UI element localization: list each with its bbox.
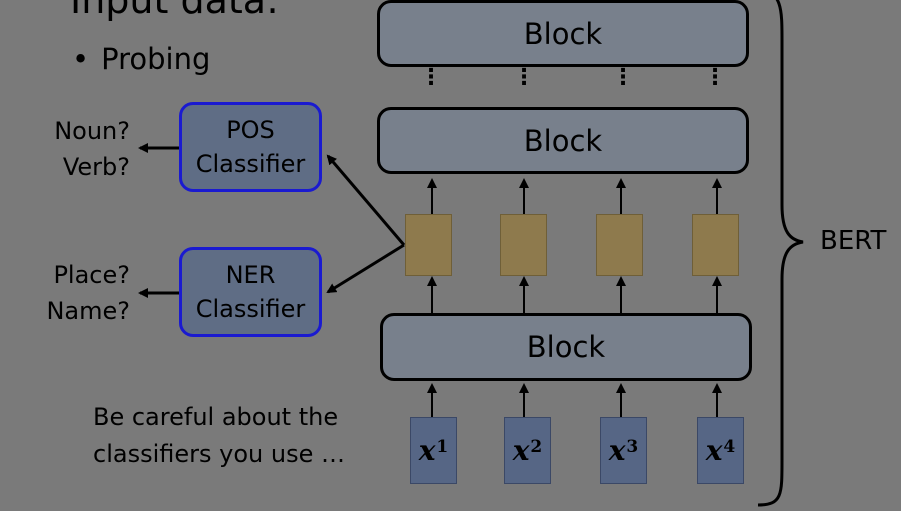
bullet-probing: • Probing [72,42,210,76]
ner-questions: Place? Name? [30,257,130,329]
bert-block-middle: Block [377,107,749,174]
embedding-box-3 [596,214,643,276]
block-label: Block [523,123,603,158]
question-place: Place? [53,261,130,289]
bullet-text: Probing [101,42,211,76]
classifier-line2: Classifier [195,295,306,323]
slide-title: Input data: [70,0,279,22]
token-base: x [418,434,436,467]
ner-classifier: NER Classifier [179,247,322,337]
question-name: Name? [46,297,130,325]
classifier-line1: POS [226,116,275,144]
note-line2: classifiers you use … [93,440,345,468]
classifier-line2: Classifier [195,150,306,178]
pos-questions: Noun? Verb? [30,113,130,185]
bert-block-top: Block [377,0,749,67]
bert-label: BERT [820,226,887,256]
question-verb: Verb? [62,153,130,181]
note-line1: Be careful about the [93,403,339,431]
vertical-ellipsis: ⋮ [704,65,726,90]
vertical-ellipsis: ⋮ [420,65,442,90]
embedding-box-1 [405,214,452,276]
classifier-line1: NER [225,261,276,289]
caution-note: Be careful about the classifiers you use… [93,399,345,473]
token-superscript: 1 [436,436,449,457]
embedding-box-2 [500,214,547,276]
block-label: Block [523,16,603,51]
token-base: x [512,434,530,467]
block-label: Block [526,330,606,364]
token-superscript: 2 [530,436,543,457]
token-superscript: 3 [626,436,639,457]
question-noun: Noun? [54,117,130,145]
token-base: x [608,434,626,467]
pos-classifier: POS Classifier [179,102,322,192]
token-base: x [705,434,723,467]
bullet-mark: • [72,42,90,76]
vertical-ellipsis: ⋮ [513,65,535,90]
vertical-ellipsis: ⋮ [612,65,634,90]
bert-block-bottom: Block [380,313,752,381]
embedding-box-4 [692,214,739,276]
token-superscript: 4 [723,436,736,457]
